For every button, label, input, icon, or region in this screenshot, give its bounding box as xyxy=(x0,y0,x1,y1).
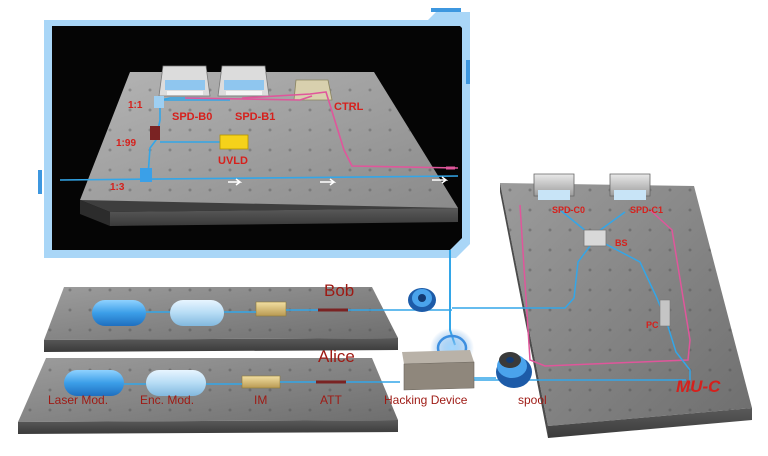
spd-c1-box xyxy=(609,173,651,200)
ratio-1-1-label: 1:1 xyxy=(128,100,143,111)
laser-mod-component xyxy=(64,370,124,396)
hacking-device xyxy=(402,350,475,391)
spd-c1-label: SPD-C1 xyxy=(630,205,663,215)
beam-splitter-1-1 xyxy=(154,96,164,108)
pc-label: PC xyxy=(646,320,659,330)
spd-b1-label: SPD-B1 xyxy=(235,111,275,123)
inset-breadboard xyxy=(80,72,458,226)
spd-b0-label: SPD-B0 xyxy=(172,111,212,123)
bs-label: BS xyxy=(615,238,628,248)
spd-b1-box xyxy=(217,65,270,97)
beam-splitter-1-99 xyxy=(150,126,160,140)
im-label: IM xyxy=(254,393,267,407)
muc-label: MU-C xyxy=(676,377,721,396)
spd-c0-label: SPD-C0 xyxy=(552,205,585,215)
uvld-label: UVLD xyxy=(218,155,248,167)
uvld-box xyxy=(219,134,249,150)
spd-c0-box xyxy=(533,173,575,200)
spool-label: spool xyxy=(518,393,547,407)
bob-blue-module xyxy=(92,300,146,326)
beam-splitter-1-3 xyxy=(140,168,152,182)
enc-mod-label: Enc. Mod. xyxy=(140,393,194,407)
spd-b0-box xyxy=(158,65,211,97)
bob-label: Bob xyxy=(324,281,354,300)
bob-fiber xyxy=(146,309,452,313)
inset-panel: 1:1 1:99 1:3 SPD-B0 SPD-B1 CTRL UVLD xyxy=(38,8,470,258)
hacking-device-label: Hacking Device xyxy=(384,393,468,407)
im-component xyxy=(241,375,281,389)
inset-fibers xyxy=(59,91,459,181)
bob-spool xyxy=(408,288,436,312)
ctrl-label: CTRL xyxy=(334,101,364,113)
laser-mod-label: Laser Mod. xyxy=(48,393,108,407)
bs-cube xyxy=(583,229,607,247)
bob-pale-module xyxy=(170,300,224,326)
ctrl-box xyxy=(293,79,333,101)
bob-gold-component xyxy=(255,301,287,317)
ratio-1-3-label: 1:3 xyxy=(110,182,125,193)
ratio-1-99-label: 1:99 xyxy=(116,138,136,149)
att-label: ATT xyxy=(320,393,342,407)
pc-device xyxy=(659,299,671,327)
enc-mod-component xyxy=(146,370,206,396)
alice-label: Alice xyxy=(318,347,355,366)
alice-fiber xyxy=(124,381,400,385)
spool xyxy=(496,352,532,388)
